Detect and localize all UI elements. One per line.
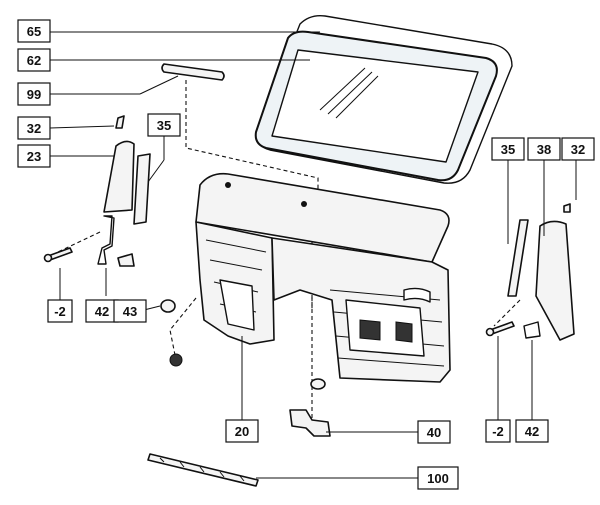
svg-text:23: 23 <box>27 149 41 164</box>
left-seal-strip-35 <box>133 153 151 225</box>
screw-2-left <box>43 247 73 263</box>
callout-100: 100 <box>417 466 459 490</box>
svg-text:35: 35 <box>157 118 171 133</box>
callout-2-left: -2 <box>47 299 73 323</box>
callout-43: 43 <box>113 299 147 323</box>
grommet-right <box>310 378 326 390</box>
callout-42-right: 42 <box>515 419 549 443</box>
clip-32-right <box>563 203 571 213</box>
svg-text:43: 43 <box>123 304 137 319</box>
svg-text:35: 35 <box>501 142 515 157</box>
trim-strip-99 <box>161 63 225 81</box>
svg-text:62: 62 <box>27 53 41 68</box>
leader-lines <box>49 31 577 479</box>
svg-text:32: 32 <box>571 142 585 157</box>
callout-99: 99 <box>17 82 51 106</box>
svg-text:-2: -2 <box>492 424 504 439</box>
rear-window-glass-62 <box>254 30 498 182</box>
bracket-42-left <box>97 215 135 267</box>
left-trim-panel-23 <box>103 140 135 213</box>
svg-text:100: 100 <box>427 471 449 486</box>
callout-32-right: 32 <box>561 137 595 161</box>
svg-text:42: 42 <box>95 304 109 319</box>
callout-20: 20 <box>225 419 259 443</box>
right-trim-panel-38 <box>535 220 575 341</box>
svg-text:99: 99 <box>27 87 41 102</box>
svg-text:20: 20 <box>235 424 249 439</box>
svg-text:65: 65 <box>27 24 41 39</box>
tailgate-inner-panel-20 <box>195 172 451 383</box>
callout-23: 23 <box>17 144 51 168</box>
svg-text:-2: -2 <box>54 304 66 319</box>
callout-35-right: 35 <box>491 137 525 161</box>
bracket-42-right <box>523 321 541 339</box>
svg-text:40: 40 <box>427 425 441 440</box>
latch-40 <box>289 409 331 437</box>
screw-2-right <box>485 321 515 337</box>
callout-38: 38 <box>527 137 561 161</box>
svg-text:38: 38 <box>537 142 551 157</box>
callout-40: 40 <box>417 420 451 444</box>
grommet-43 <box>160 299 176 313</box>
grommet-lower <box>169 353 183 367</box>
svg-text:32: 32 <box>27 121 41 136</box>
right-seal-strip-35 <box>507 219 529 297</box>
callout-2-right: -2 <box>485 419 511 443</box>
callout-32-left: 32 <box>17 116 51 140</box>
callout-62: 62 <box>17 48 51 72</box>
svg-text:42: 42 <box>525 424 539 439</box>
callout-65: 65 <box>17 19 51 43</box>
weatherstrip-100 <box>147 453 259 487</box>
callout-42-left: 42 <box>85 299 119 323</box>
callout-35-left: 35 <box>147 113 181 137</box>
clip-32-left <box>115 115 125 129</box>
